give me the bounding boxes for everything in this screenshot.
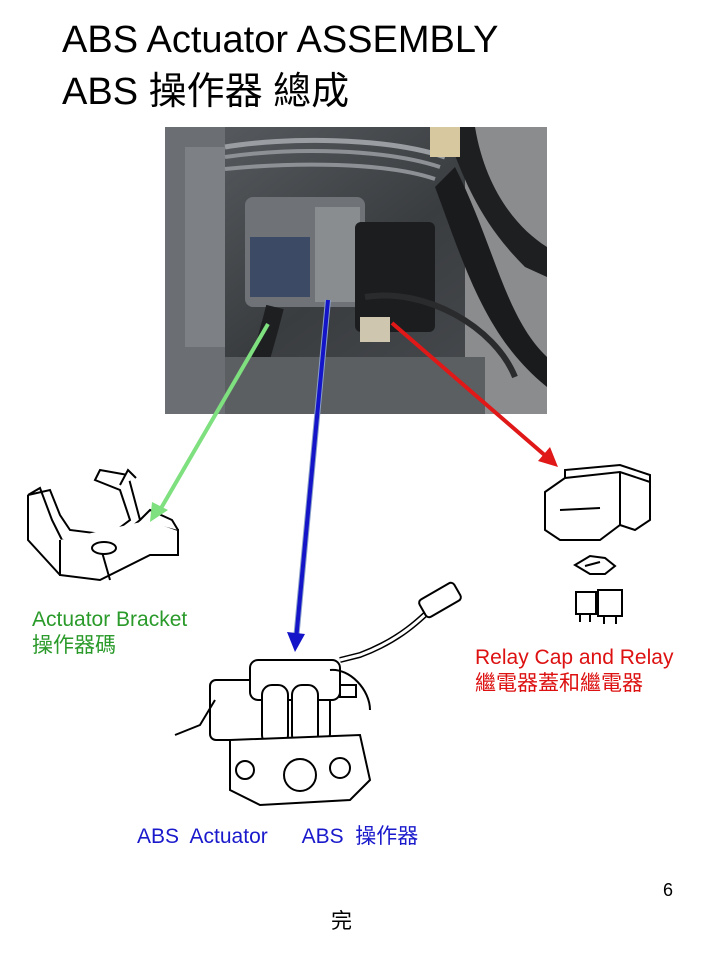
- abs-actuator-drawing: [174, 581, 462, 807]
- footer-text: 完: [331, 910, 352, 933]
- relay-drawing: [575, 589, 623, 624]
- relay-label-zh: 繼電器蓋和繼電器: [475, 672, 643, 695]
- page-subtitle: ABS 操作器 總成: [62, 71, 350, 113]
- abs-actuator-label: ABS Actuator ABS 操作器: [137, 825, 419, 848]
- bracket-arrow: [150, 322, 270, 522]
- relay-clip-drawing: [573, 554, 617, 575]
- relay-cap-drawing: [544, 463, 651, 541]
- actuator-arrow: [287, 299, 331, 652]
- page-title: ABS Actuator ASSEMBLY: [62, 19, 499, 61]
- relay-label: Relay Cap and Relay 繼電器蓋和繼電器: [475, 645, 673, 697]
- actuator-bracket-label: Actuator Bracket 操作器碼: [32, 607, 187, 659]
- actuator-bracket-label-zh: 操作器碼: [32, 634, 116, 657]
- actuator-bracket-label-en: Actuator Bracket: [32, 608, 188, 631]
- relay-label-en: Relay Cap and Relay: [475, 646, 674, 669]
- relay-arrow: [390, 321, 558, 467]
- engine-bay-photo: [165, 127, 547, 414]
- page-number: 6: [663, 880, 674, 900]
- actuator-bracket-drawing: [27, 468, 179, 582]
